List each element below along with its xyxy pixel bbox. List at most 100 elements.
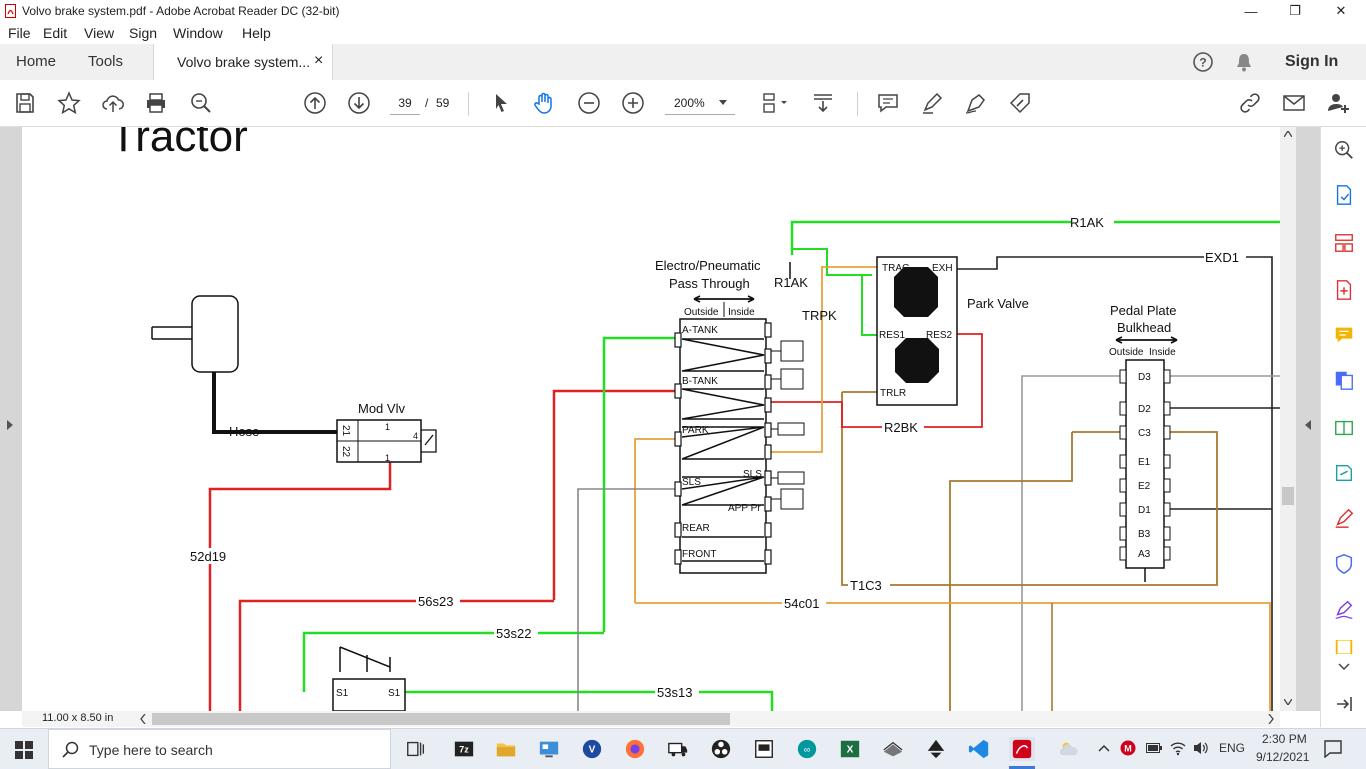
inkscape-icon[interactable] (923, 737, 949, 761)
previous-page-button[interactable] (301, 89, 329, 117)
scrolling-mode-button[interactable] (809, 89, 837, 117)
create-pdf-icon (1336, 280, 1352, 300)
clock-time[interactable]: 2:30 PM (1262, 732, 1307, 746)
notification-center-icon[interactable] (1324, 740, 1342, 758)
share-link-button[interactable] (1236, 89, 1264, 117)
menu-edit[interactable]: Edit (43, 25, 68, 41)
vertical-scrollbar[interactable] (1280, 127, 1296, 711)
sign-in-button[interactable]: Sign In (1285, 53, 1339, 70)
zoom-in-button[interactable] (619, 89, 647, 117)
horizontal-scroll-thumb[interactable] (152, 713, 730, 725)
fill-sign-panel-button[interactable] (1331, 505, 1357, 531)
comment-panel-button[interactable] (1331, 322, 1357, 348)
export-pdf-button[interactable] (1331, 182, 1357, 208)
compress-pdf-button[interactable] (1331, 415, 1357, 441)
print-button[interactable] (142, 89, 170, 117)
find-button[interactable] (187, 89, 215, 117)
left-panel-toggle-icon[interactable] (6, 419, 14, 431)
vertical-scroll-thumb[interactable] (1282, 487, 1294, 505)
zoom-select[interactable]: 200% (665, 92, 735, 115)
comment-bubble-icon (1335, 327, 1353, 343)
fill-sign-button[interactable] (1006, 89, 1034, 117)
vscode-icon[interactable] (966, 737, 992, 761)
truck-app-icon[interactable] (665, 737, 691, 761)
bookmark-star-button[interactable] (55, 89, 83, 117)
upload-cloud-button[interactable] (99, 89, 127, 117)
acrobat-taskbar-icon[interactable] (1009, 737, 1035, 761)
zoom-out-button[interactable] (575, 89, 603, 117)
notification-bell-icon[interactable] (1234, 51, 1254, 73)
menu-help[interactable]: Help (242, 25, 271, 41)
file-explorer-icon[interactable] (493, 737, 519, 761)
toolbar-divider (857, 92, 858, 116)
obs-icon[interactable] (708, 737, 734, 761)
menu-view[interactable]: View (84, 25, 115, 41)
clock-date[interactable]: 9/12/2021 (1256, 750, 1310, 764)
tab-home[interactable]: Home (16, 53, 57, 70)
create-pdf-button[interactable] (1331, 277, 1357, 303)
page-separator: / (425, 96, 429, 110)
wifi-icon[interactable] (1170, 740, 1186, 756)
tray-chevron-up-icon[interactable] (1098, 744, 1110, 752)
page-number-input[interactable]: 39 (390, 92, 420, 115)
send-for-review-button[interactable] (1331, 460, 1357, 486)
tab-document[interactable]: Volvo brake system... × (153, 44, 333, 80)
scroll-left-arrow-icon[interactable] (140, 714, 146, 724)
organize-pages-button[interactable] (1331, 230, 1357, 256)
right-panel-toggle-icon[interactable] (1304, 419, 1312, 431)
firefox-icon[interactable] (622, 737, 648, 761)
7zip-icon[interactable]: 7z (451, 737, 477, 761)
label-54c01: 54c01 (784, 596, 819, 611)
select-tool-button[interactable] (487, 89, 515, 117)
maximize-button[interactable]: ❐ (1289, 3, 1301, 18)
task-view-icon[interactable] (403, 737, 429, 761)
excel-icon[interactable]: X (837, 737, 863, 761)
taskbar-search-box[interactable]: Type here to search (48, 729, 391, 769)
diagnostic-tool-icon[interactable] (751, 737, 777, 761)
menu-window[interactable]: Window (173, 25, 223, 41)
page-display-button[interactable] (754, 89, 794, 117)
volume-icon[interactable] (1193, 740, 1209, 756)
close-window-button[interactable]: ✕ (1335, 3, 1347, 18)
combine-files-button[interactable] (1331, 367, 1357, 393)
menu-file[interactable]: File (8, 25, 31, 41)
hand-tool-button[interactable] (530, 89, 558, 117)
scroll-down-arrow-icon[interactable] (1284, 699, 1292, 705)
comment-button[interactable] (874, 89, 902, 117)
help-icon[interactable]: ? (1192, 51, 1214, 73)
label-hose: Hose (229, 424, 259, 439)
request-signature-button[interactable] (1331, 597, 1357, 623)
protect-button[interactable] (1331, 551, 1357, 577)
vpn-app-icon[interactable]: V (579, 737, 605, 761)
next-page-button[interactable] (345, 89, 373, 117)
book-app-icon[interactable] (880, 737, 906, 761)
antivirus-tray-icon[interactable]: M (1120, 740, 1136, 756)
save-button[interactable] (11, 89, 39, 117)
panel-scroll-down-icon[interactable] (1338, 663, 1350, 671)
sign-button[interactable] (962, 89, 990, 117)
label-rear: REAR (682, 523, 710, 534)
save-icon (16, 93, 34, 113)
add-user-button[interactable] (1324, 89, 1352, 117)
minimize-button[interactable]: — (1244, 3, 1258, 19)
link-icon (1240, 93, 1260, 113)
tab-close-icon[interactable]: × (314, 52, 324, 69)
panel-zoom-button[interactable] (1331, 137, 1357, 163)
email-button[interactable] (1280, 89, 1308, 117)
highlight-button[interactable] (918, 89, 946, 117)
input-language[interactable]: ENG (1219, 741, 1246, 755)
tab-tools[interactable]: Tools (88, 53, 124, 70)
scroll-up-arrow-icon[interactable] (1284, 131, 1292, 137)
windows-start-icon[interactable] (15, 741, 33, 759)
weather-icon[interactable] (1056, 737, 1082, 761)
arduino-icon[interactable]: ∞ (794, 737, 820, 761)
label-res1: RES1 (879, 330, 906, 341)
menu-sign[interactable]: Sign (129, 25, 158, 41)
battery-icon[interactable] (1146, 743, 1162, 753)
window-title: Volvo brake system.pdf - Adobe Acrobat R… (22, 4, 340, 18)
more-tools-button[interactable] (1331, 640, 1357, 654)
scroll-right-arrow-icon[interactable] (1268, 714, 1274, 724)
collapse-panel-icon[interactable] (1335, 695, 1353, 713)
control-panel-icon[interactable] (536, 737, 562, 761)
document-viewport[interactable]: Tractor (0, 127, 1320, 711)
